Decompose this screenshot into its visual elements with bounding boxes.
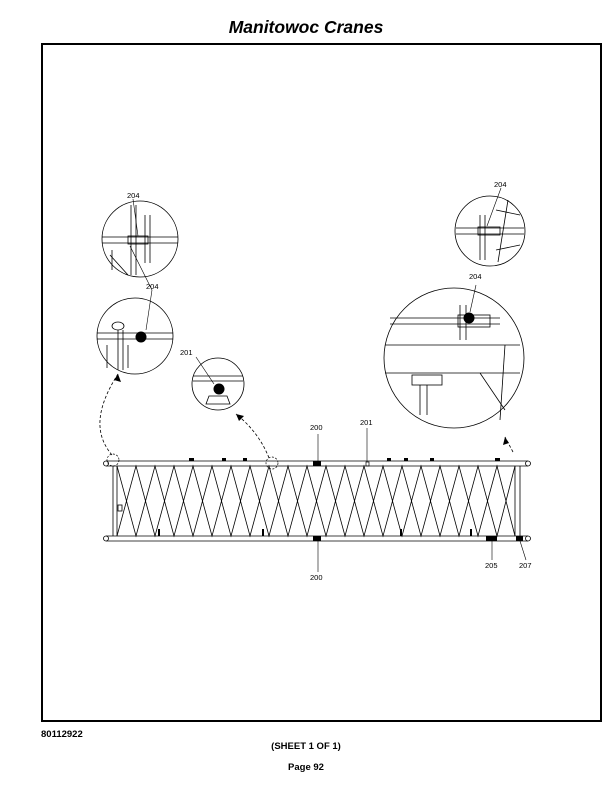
callout-207: 207 [519, 561, 532, 570]
document-number: 80112922 [41, 729, 83, 740]
page-number: Page 92 [288, 762, 324, 773]
detail-view-mid-left [96, 297, 174, 375]
bolt-201-center [213, 383, 225, 395]
detail-view-center [191, 357, 245, 411]
callout-200: 200 [310, 423, 323, 432]
boom-lattice-section [103, 460, 531, 542]
fitting-205 [486, 536, 497, 541]
leader-lines [129, 187, 527, 572]
chord-fittings [158, 458, 500, 536]
callout-200: 200 [310, 573, 323, 582]
detail-location-center [265, 456, 279, 470]
detail-location-left [106, 453, 120, 467]
detail-view-top-right [454, 195, 526, 267]
bolt-204-large-right [463, 312, 475, 324]
fitting-200-top [313, 461, 321, 466]
fitting-207 [516, 536, 523, 541]
page-title: Manitowoc Cranes [228, 17, 384, 37]
fitting-201-top [365, 461, 370, 467]
callout-204: 204 [494, 180, 507, 189]
callout-204: 204 [146, 282, 159, 291]
callout-204: 204 [469, 272, 482, 281]
callout-201: 201 [180, 348, 193, 357]
detail-view-top-left [101, 200, 179, 278]
arrow-heads [114, 374, 509, 445]
drawing-frame [41, 43, 602, 722]
detail-view-large-right [383, 287, 525, 429]
detail-arrows [99, 373, 514, 459]
sheet-label: (SHEET 1 OF 1) [271, 741, 341, 752]
bolt-204-mid-left [135, 331, 147, 343]
callout-201: 201 [360, 418, 373, 427]
callout-205: 205 [485, 561, 498, 570]
callout-204: 204 [127, 191, 140, 200]
fitting-200-bottom [313, 536, 321, 541]
